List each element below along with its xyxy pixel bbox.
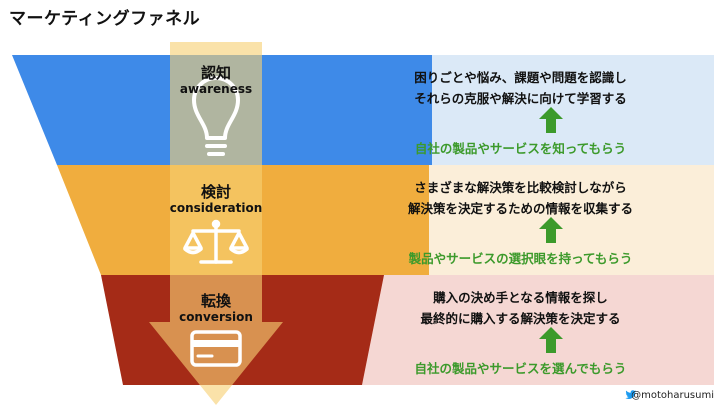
page-title: マーケティングファネル — [9, 9, 201, 29]
stage-consideration-description: さまざまな解決策を比較検討しながら 解決策を決定するための情報を収集する — [327, 177, 714, 219]
description-line: それらの克服や解決に向けて学習する — [414, 91, 627, 106]
twitter-bird-icon — [625, 390, 637, 399]
description-line: 最終的に購入する解決策を決定する — [420, 311, 621, 326]
stage-consideration-jp: 検討 — [200, 183, 231, 201]
stage-awareness-goal: 自社の製品やサービスを知ってもらう — [414, 141, 627, 156]
stage-consideration-en: consideration — [169, 201, 263, 215]
consideration-connector — [327, 165, 429, 275]
description-line: さまざまな解決策を比較検討しながら — [414, 180, 627, 195]
stage-consideration-panel: さまざまな解決策を比較検討しながら 解決策を決定するための情報を収集する 製品や… — [327, 165, 714, 275]
stage-consideration-label: 検討 consideration — [160, 183, 272, 216]
up-arrow-icon — [539, 327, 563, 353]
stage-conversion-en: conversion — [179, 310, 253, 324]
awareness-connector — [327, 55, 432, 165]
stage-awareness-panel: 困りごとや悩み、課題や問題を認識し それらの克服や解決に向けて学習する 自社の製… — [327, 55, 714, 165]
description-line: 困りごとや悩み、課題や問題を認識し — [414, 70, 627, 85]
stage-conversion-panel: 購入の決め手となる情報を探し 最終的に購入する解決策を決定する 自社の製品やサー… — [327, 275, 714, 385]
stage-awareness-en: awareness — [179, 82, 253, 96]
stage-awareness-description: 困りごとや悩み、課題や問題を認識し それらの克服や解決に向けて学習する — [327, 67, 714, 109]
credit-card-icon — [190, 330, 242, 367]
stage-consideration-goal: 製品やサービスの選択眼を持ってもらう — [408, 251, 633, 266]
stage-awareness-jp: 認知 — [200, 64, 231, 82]
description-line: 解決策を決定するための情報を収集する — [407, 201, 633, 216]
stage-conversion-description: 購入の決め手となる情報を探し 最終的に購入する解決策を決定する — [327, 287, 714, 329]
description-line: 購入の決め手となる情報を探し — [433, 290, 608, 305]
stage-awareness-label: 認知 awareness — [160, 64, 272, 97]
scales-icon — [183, 219, 249, 264]
stage-conversion-jp: 転換 — [200, 292, 231, 310]
up-arrow-icon — [539, 107, 563, 133]
lightbulb-icon — [192, 76, 240, 156]
stage-conversion-label: 転換 conversion — [160, 292, 272, 325]
stage-conversion-goal: 自社の製品やサービスを選んでもらう — [414, 361, 627, 376]
conversion-connector — [327, 275, 362, 385]
up-arrow-icon — [539, 217, 563, 243]
credit-handle[interactable]: @motoharusumi — [631, 390, 714, 401]
author-credit[interactable]: @motoharusumi — [631, 390, 714, 401]
stage-3-panel-bg — [327, 275, 714, 385]
